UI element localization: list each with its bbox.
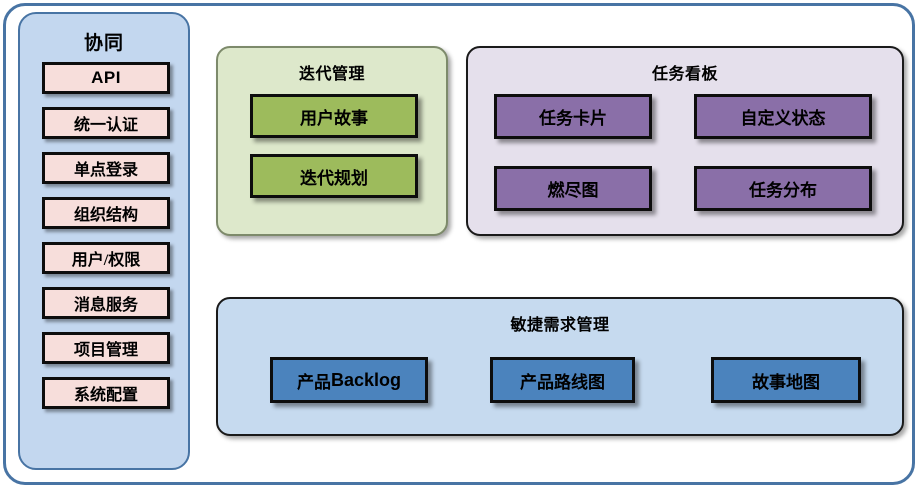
sidebar-item-org-structure[interactable]: 组织结构 (42, 197, 170, 229)
box-burndown-chart[interactable]: 燃尽图 (494, 166, 652, 211)
box-label: 迭代规划 (300, 168, 368, 188)
sidebar-item-project-management[interactable]: 项目管理 (42, 332, 170, 364)
sidebar-item-label: 单点登录 (73, 162, 138, 179)
sidebar-item-system-config[interactable]: 系统配置 (42, 377, 170, 409)
box-label: 故事地图 (752, 372, 820, 392)
box-user-story[interactable]: 用户故事 (250, 94, 418, 138)
box-label: 用户故事 (300, 108, 368, 128)
box-label-cjk: 产品 (296, 372, 331, 392)
box-task-card[interactable]: 任务卡片 (494, 94, 652, 139)
panel-title-task-board: 任务看板 (651, 66, 718, 83)
sidebar-item-unified-auth[interactable]: 统一认证 (42, 107, 170, 139)
box-label: 任务分布 (749, 181, 817, 200)
sidebar-item-message-service[interactable]: 消息服务 (42, 287, 170, 319)
sidebar-item-label: 统一认证 (73, 117, 138, 134)
panel-title-iteration-management: 迭代管理 (298, 66, 365, 83)
box-story-map[interactable]: 故事地图 (711, 357, 861, 403)
panel-iteration-management[interactable]: 迭代管理 用户故事 迭代规划 (216, 46, 448, 236)
box-label: 任务卡片 (539, 109, 607, 128)
sidebar-item-single-sign-on[interactable]: 单点登录 (42, 152, 170, 184)
panel-task-board[interactable]: 任务看板 任务卡片 自定义状态 燃尽图 任务分布 (466, 46, 904, 236)
sidebar-title: 协同 (83, 33, 124, 54)
sidebar-item-label: 项目管理 (73, 342, 138, 359)
sidebar-item-user-permission[interactable]: 用户/权限 (42, 242, 170, 274)
sidebar-item-label: 系统配置 (73, 387, 138, 404)
box-product-roadmap[interactable]: 产品路线图 (490, 357, 635, 403)
box-label-latin: Backlog (330, 369, 402, 390)
panel-title-agile-requirements: 敏捷需求管理 (510, 317, 610, 334)
box-task-distribution[interactable]: 任务分布 (694, 166, 872, 211)
sidebar-item-label: 消息服务 (73, 297, 138, 314)
sidebar-item-list: API 统一认证 单点登录 组织结构 用户/权限 消息服务 项目管理 系统配置 (42, 62, 170, 422)
box-iteration-planning[interactable]: 迭代规划 (250, 154, 418, 198)
sidebar-item-api[interactable]: API (42, 62, 170, 94)
box-label: 自定义状态 (740, 109, 826, 128)
sidebar-item-label: 组织结构 (73, 207, 138, 224)
sidebar-item-label: API (91, 68, 121, 87)
sidebar-item-label: 用户/权限 (71, 252, 141, 269)
box-label: 燃尽图 (547, 181, 599, 200)
sidebar-panel-collaboration[interactable]: 协同 API 统一认证 单点登录 组织结构 用户/权限 消息服务 项目管理 (18, 12, 190, 470)
box-label: 产品路线图 (520, 372, 605, 392)
box-custom-status[interactable]: 自定义状态 (694, 94, 872, 139)
